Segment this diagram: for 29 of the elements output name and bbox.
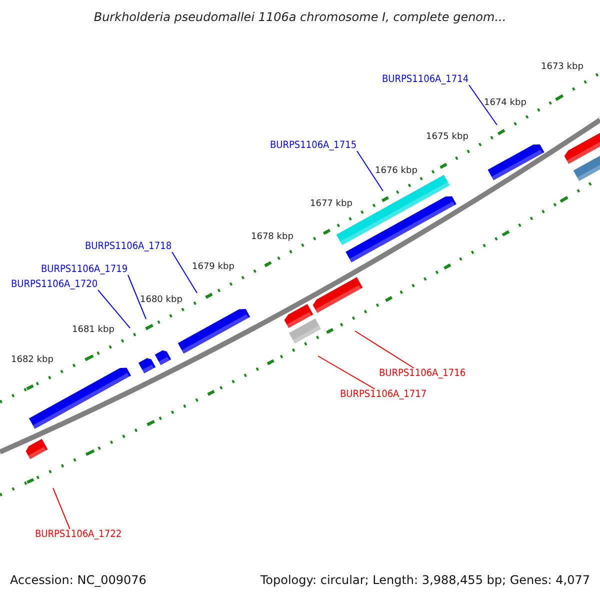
accession-text: Accession: NC_009076	[10, 574, 146, 588]
leader-line	[354, 330, 414, 368]
gene-label: BURPS1106A_1717	[340, 389, 427, 400]
gene-label: BURPS1106A_1716	[379, 368, 466, 379]
genome-info-text: Topology: circular; Length: 3,988,455 bp; Genes: 4,077	[260, 574, 590, 588]
tick-label: 1680 kbp	[140, 296, 182, 306]
gene-label: BURPS1106A_1718	[85, 241, 172, 252]
tick-label: 1682 kbp	[11, 356, 54, 366]
tick-label: 1681 kbp	[72, 326, 114, 336]
leader-line	[128, 274, 146, 320]
tick-label: 1676 kbp	[375, 167, 418, 177]
tick-label: 1679 kbp	[192, 263, 234, 273]
tick-label: 1673 kbp	[541, 63, 584, 73]
gene-label: BURPS1106A_1715	[270, 140, 357, 151]
tick-label: 1674 kbp	[484, 99, 526, 109]
leader-line	[172, 252, 198, 294]
leader-line	[98, 290, 130, 328]
leader-line	[356, 150, 384, 192]
tick-label: 1677 kbp	[310, 200, 352, 210]
gene-label: BURPS1106A_1719	[41, 264, 128, 275]
title: Burkholderia pseudomallei 1106a chromosome I, complete genom...	[92, 11, 508, 24]
gene-label: BURPS1106A_1722	[35, 529, 122, 540]
gene-label: BURPS1106A_1720	[11, 279, 98, 290]
gene-label: BURPS1106A_1714	[382, 74, 469, 85]
leader-line	[318, 356, 376, 390]
tick-label: 1675 kbp	[426, 133, 468, 143]
leader-line	[52, 488, 70, 530]
leader-line	[468, 84, 498, 126]
tick-label: 1678 kbp	[251, 233, 294, 243]
